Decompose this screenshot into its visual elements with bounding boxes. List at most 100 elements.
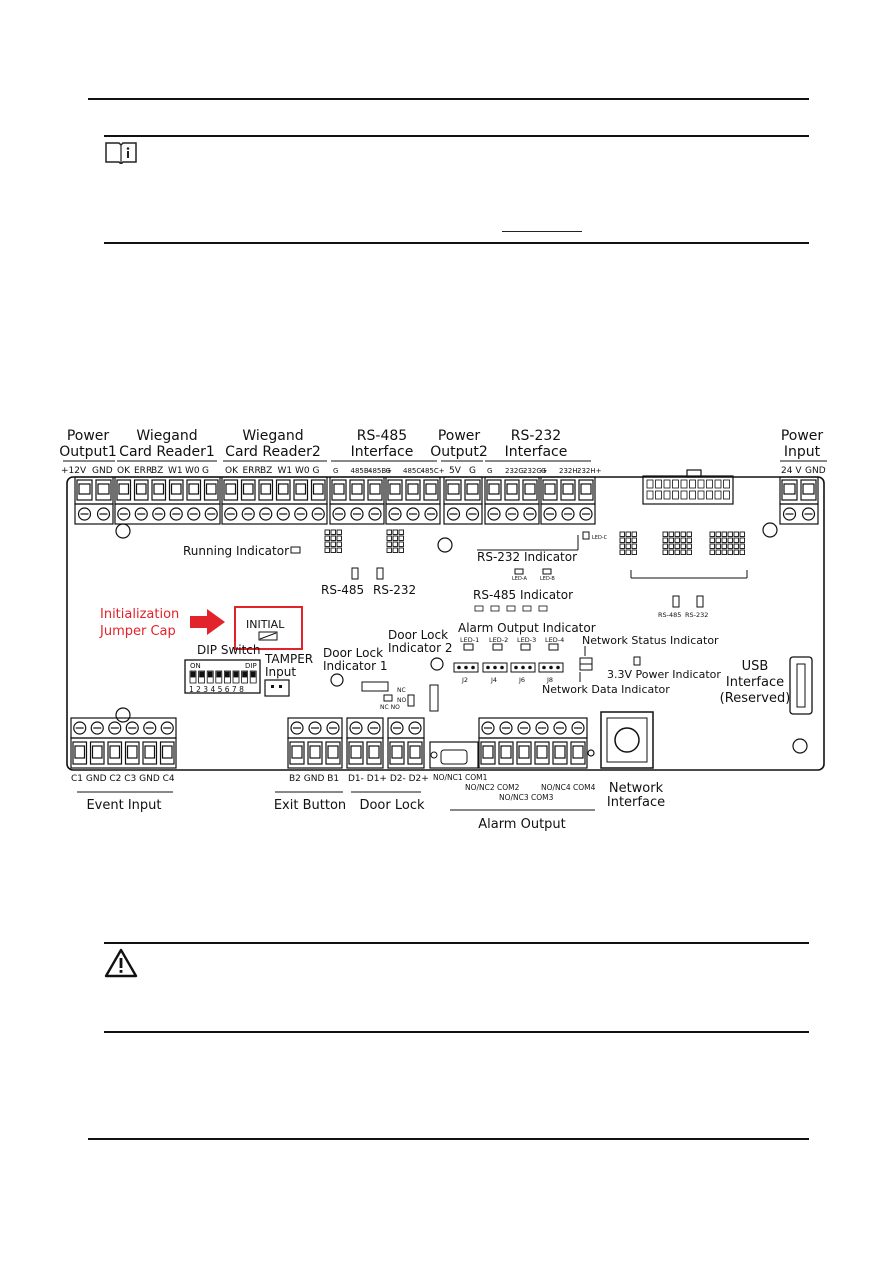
svg-text:Indicator 1: Indicator 1	[323, 659, 387, 673]
svg-text:24 V: 24 V	[781, 466, 802, 476]
usb-port	[789, 656, 813, 715]
svg-text:1 2 3 4 5 6 7 8: 1 2 3 4 5 6 7 8	[189, 685, 244, 694]
pin-label: G	[333, 467, 338, 475]
svg-text:NC: NC	[397, 687, 406, 694]
svg-text:NC NO: NC NO	[380, 704, 400, 711]
rs485-indicator-label: RS-485 Indicator	[473, 588, 573, 602]
alarm-output-indicator-label: Alarm Output Indicator	[458, 621, 596, 635]
warning-bottom-rule	[104, 1031, 809, 1033]
pin-label: 485C-	[403, 467, 424, 475]
pin-label: G	[202, 466, 209, 476]
dip-switch	[184, 659, 261, 694]
mount-hole	[437, 537, 453, 553]
top-terminal-blocks	[74, 476, 819, 525]
jumper-label: J6	[518, 676, 525, 684]
label-power-input: Power	[781, 428, 824, 444]
label-power-output1: Power	[67, 428, 110, 444]
pin-label: G	[313, 466, 320, 476]
label-wiegand1: Wiegand	[136, 428, 197, 444]
pin-header	[662, 531, 692, 555]
pin-header	[386, 529, 404, 553]
header-rule	[88, 98, 809, 100]
svg-text:NO/NC4 COM4: NO/NC4 COM4	[541, 783, 596, 792]
terminal-block	[385, 476, 441, 525]
pin-label: W1	[278, 466, 293, 476]
top-labels: Power Output1 Wiegand Card Reader1 Wiega…	[59, 428, 823, 460]
controller-board-diagram: Power Output1 Wiegand Card Reader1 Wiega…	[59, 428, 827, 832]
pin-label: OK	[117, 466, 131, 476]
rs232-indicator-label: RS-232 Indicator	[477, 550, 577, 564]
terminal-block	[484, 476, 540, 525]
terminal-block	[779, 476, 819, 525]
pin-label: ERR	[134, 466, 152, 476]
network-interface-label: Network	[609, 781, 664, 796]
pin-label: W1	[168, 466, 183, 476]
tamper-connector	[264, 679, 290, 697]
svg-text:NO/NC1 COM1: NO/NC1 COM1	[433, 773, 488, 782]
warning-triangle-icon	[104, 947, 138, 979]
usb-label: USB	[742, 659, 769, 674]
pin-label: W0	[295, 466, 310, 476]
pin-label: 485B+	[368, 467, 392, 475]
svg-text:Input: Input	[265, 665, 296, 679]
note-bottom-rule	[104, 242, 809, 244]
ribbon-connector	[642, 469, 734, 505]
running-indicator-label: Running Indicator	[183, 544, 289, 558]
pin-header	[619, 531, 637, 555]
terminal-block	[443, 476, 483, 525]
alarm-output-label: Alarm Output	[478, 817, 566, 832]
pin-label: 232G+	[523, 467, 548, 475]
pin-label: ERR	[243, 466, 261, 476]
link-underline[interactable]	[502, 231, 582, 232]
label-rs232: RS-232	[511, 428, 561, 444]
terminal-block	[287, 717, 343, 769]
jumper-label: J2	[461, 676, 468, 684]
terminal-block	[540, 476, 596, 525]
led-label: LED-4	[545, 636, 564, 644]
footer-rule	[88, 1138, 809, 1140]
svg-text:LED-C: LED-C	[592, 535, 608, 541]
svg-text:C1 GND C2 C3 GND C4: C1 GND C2 C3 GND C4	[71, 774, 175, 784]
label-rs485: RS-485	[357, 428, 407, 444]
pin-label: OK	[225, 466, 239, 476]
pin-label: BZ	[260, 466, 272, 476]
mount-hole	[762, 522, 778, 538]
initial-jumper-box	[234, 606, 303, 650]
svg-text:(Reserved): (Reserved)	[720, 691, 791, 706]
svg-text:Interface: Interface	[607, 795, 665, 810]
svg-text:INITIAL: INITIAL	[246, 618, 285, 631]
svg-text:RS-232: RS-232	[685, 611, 708, 619]
led-label: LED-1	[460, 636, 479, 644]
svg-text:RS-485: RS-485	[658, 611, 681, 619]
svg-text:Input: Input	[784, 444, 821, 460]
svg-text:Card Reader2: Card Reader2	[225, 444, 321, 460]
door-lock-ind2-label: Door Lock	[388, 628, 448, 642]
tamper-label: TAMPER	[264, 652, 313, 666]
terminal-block	[387, 717, 425, 769]
red-arrow-icon	[190, 609, 225, 635]
pin-label: BZ	[151, 466, 163, 476]
mount-hole	[792, 738, 808, 754]
pin-label: G	[386, 467, 391, 475]
svg-text:LED-A: LED-A	[512, 576, 527, 582]
pin-label: G	[541, 467, 546, 475]
exit-button-label: Exit Button	[274, 798, 346, 813]
label-wiegand2: Wiegand	[242, 428, 303, 444]
pin-label: 485B-	[351, 467, 372, 475]
network-data-label: Network Data Indicator	[542, 683, 670, 696]
svg-text:Indicator 2: Indicator 2	[388, 641, 452, 655]
pin-label: 232G-	[505, 467, 527, 475]
svg-text:NO/NC2 COM2: NO/NC2 COM2	[465, 783, 520, 792]
board-outline	[66, 476, 825, 771]
network-status-label: Network Status Indicator	[582, 634, 719, 647]
pin-label: 232H+	[577, 467, 602, 475]
door-lock-ind1-label: Door Lock	[323, 646, 383, 660]
power-indicator-label: 3.3V Power Indicator	[607, 668, 721, 681]
jumper-label: J4	[490, 676, 497, 684]
mount-hole	[115, 523, 131, 539]
rs232-jumper-label: RS-232	[373, 583, 416, 597]
svg-text:D1- D1+ D2- D2+: D1- D1+ D2- D2+	[348, 774, 429, 784]
